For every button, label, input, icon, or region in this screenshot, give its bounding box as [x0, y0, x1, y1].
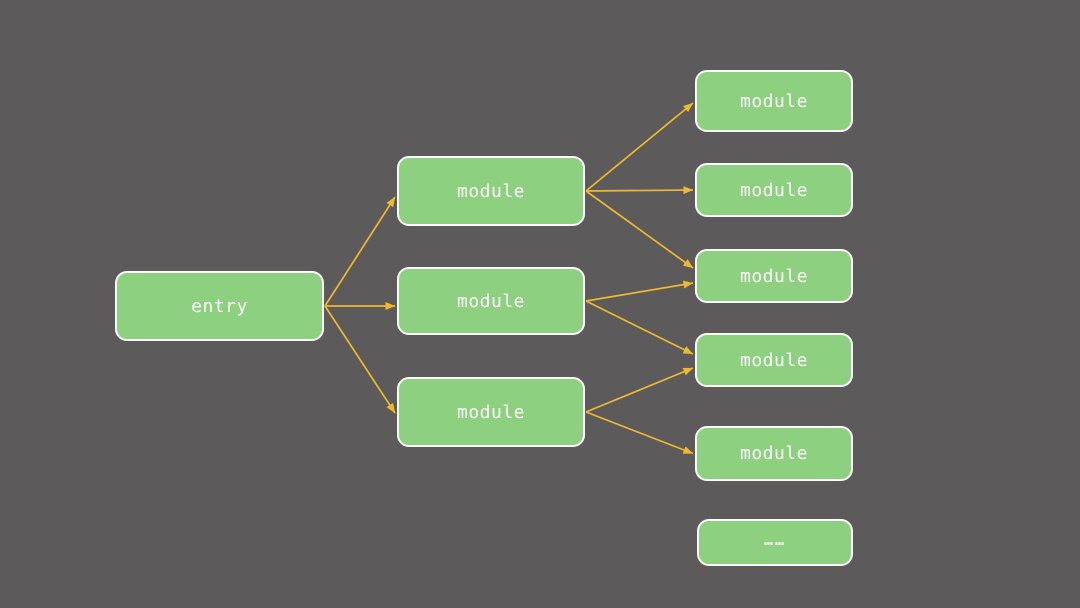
- node-label-r1: module: [739, 90, 809, 112]
- node-r2: module: [695, 163, 853, 217]
- edge-mid1-r1: [585, 102, 694, 192]
- node-mid1: module: [397, 156, 585, 226]
- edge-mid2-r3: [585, 280, 694, 302]
- node-r3: module: [695, 249, 853, 303]
- node-label-mid2: module: [456, 290, 526, 312]
- node-r6: ……: [697, 519, 853, 566]
- node-label-r3: module: [739, 265, 809, 287]
- node-label-mid1: module: [456, 180, 526, 202]
- edge-mid3-r5: [585, 411, 694, 455]
- node-label-r5: module: [739, 443, 809, 464]
- node-r4: module: [695, 333, 853, 387]
- edge-entry-mid1: [324, 196, 396, 307]
- edge-mid3-r4: [585, 367, 694, 413]
- node-label-r6: ……: [763, 530, 787, 549]
- node-label-mid3: module: [456, 401, 526, 423]
- node-mid2: module: [397, 267, 585, 335]
- node-entry: entry: [115, 271, 324, 341]
- node-label-entry: entry: [191, 295, 248, 317]
- edge-entry-mid3: [324, 305, 396, 414]
- node-r5: module: [695, 426, 853, 481]
- edge-mid1-r3: [585, 190, 694, 269]
- edge-mid2-r4: [585, 300, 694, 355]
- node-label-r2: module: [739, 179, 809, 201]
- node-r1: module: [695, 70, 853, 132]
- node-mid3: module: [397, 377, 585, 447]
- edge-mid1-r2: [585, 186, 694, 195]
- node-label-r4: module: [739, 349, 809, 371]
